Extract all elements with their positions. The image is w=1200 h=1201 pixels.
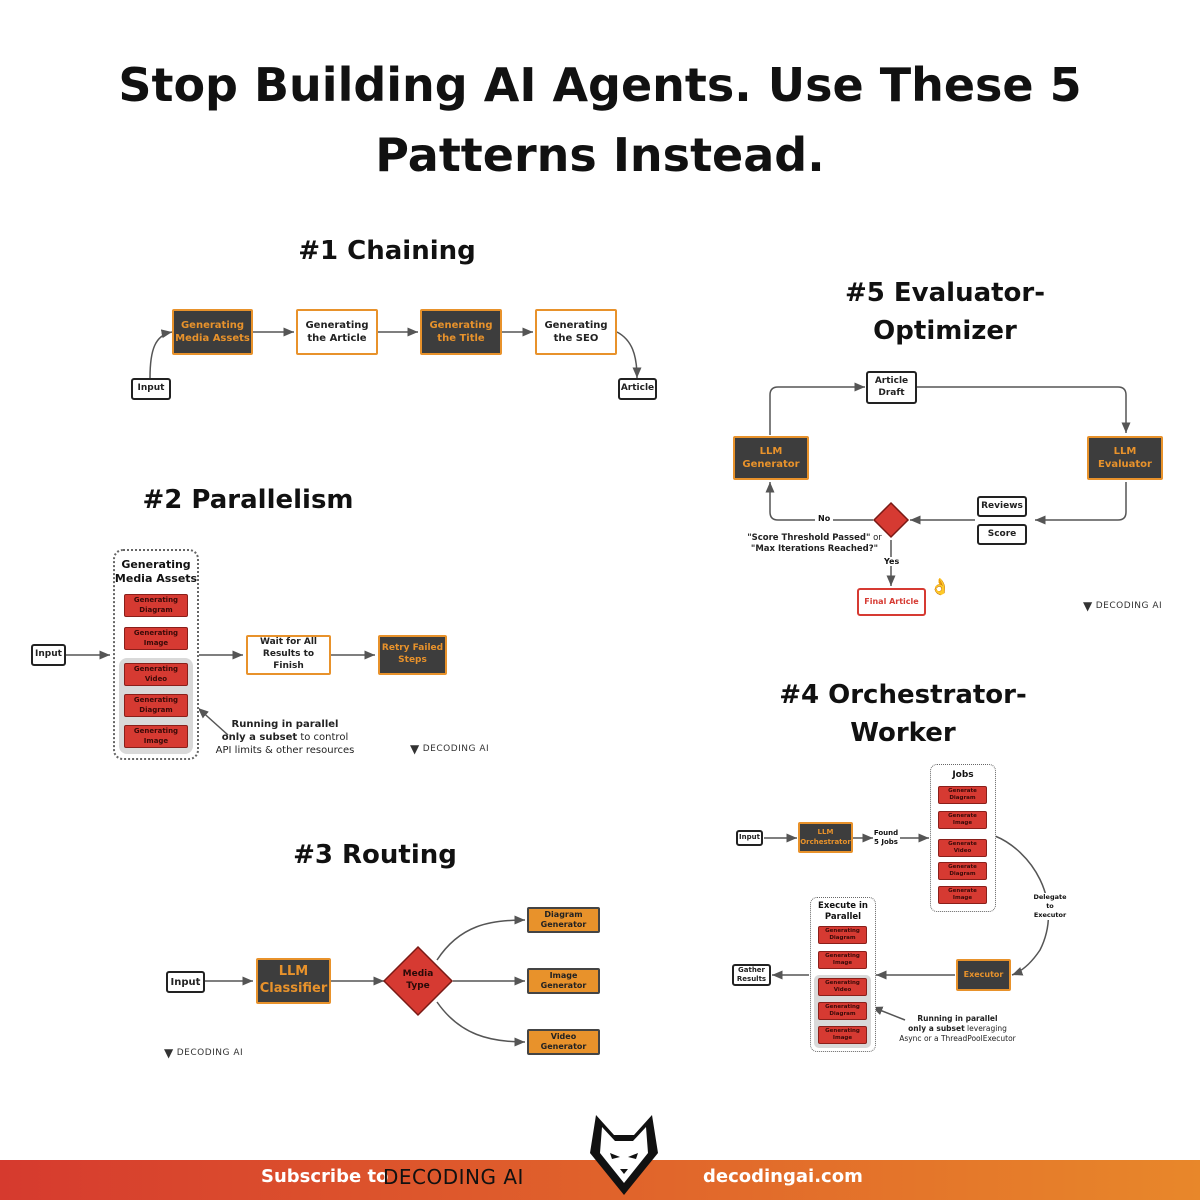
title-line-1: Stop Building AI Agents. Use These 5 <box>118 58 1082 112</box>
note-bold: Running in parallel <box>231 719 339 730</box>
note-bold-2: only a subset <box>908 1024 965 1033</box>
exec-task: Generating Image <box>818 1026 867 1044</box>
gather-results-node: Gather Results <box>732 964 771 986</box>
decoding-ai-logo: ▼ DECODING AI <box>410 742 489 756</box>
footer-brand: DECODING AI <box>383 1165 524 1189</box>
route-diagram-generator: Diagram Generator <box>527 907 600 933</box>
exec-task: Generating Image <box>818 951 867 969</box>
llm-classifier-node: LLM Classifier <box>256 958 331 1004</box>
note-bold: Running in parallel <box>917 1014 998 1023</box>
orchestrator-note: Running in parallel only a subset levera… <box>895 1014 1020 1044</box>
note-line-3: Async or a ThreadPoolExecutor <box>899 1034 1016 1043</box>
media-type-label: Media Type <box>402 969 434 991</box>
condition-b: "Max Iterations Reached?" <box>750 544 879 554</box>
score-node: Score <box>977 524 1027 545</box>
chaining-step-seo: Generating the SEO <box>535 309 617 355</box>
heading-line-1: #5 Evaluator- <box>844 278 1046 308</box>
decoding-ai-logo: ▼ DECODING AI <box>1083 599 1162 613</box>
page-title: Stop Building AI Agents. Use These 5 Pat… <box>0 50 1200 190</box>
job-item: Generate Image <box>938 811 987 829</box>
condition-a: "Score Threshold Passed" <box>747 533 871 543</box>
routing-input-node: Input <box>166 971 205 993</box>
executor-node: Executor <box>956 959 1011 991</box>
evaluator-heading: #5 Evaluator- Optimizer <box>820 274 1070 350</box>
media-type-diamond <box>382 945 454 1017</box>
retry-failed-steps-node: Retry Failed Steps <box>378 635 447 675</box>
ok-hand-icon: 👌 <box>930 577 950 596</box>
job-item: Generate Image <box>938 886 987 904</box>
footer-banner <box>0 1160 1200 1200</box>
chaining-step-article: Generating the Article <box>296 309 378 355</box>
title-line-2: Patterns Instead. <box>375 128 825 182</box>
parallelism-note: Running in parallel only a subset to con… <box>210 718 360 757</box>
chaining-step-title: Generating the Title <box>420 309 502 355</box>
found-jobs-label: Found 5 Jobs <box>873 829 899 846</box>
chaining-step-media-assets: Generating Media Assets <box>172 309 253 355</box>
logo-text: DECODING AI <box>422 744 490 754</box>
jobs-title: Jobs <box>952 770 974 780</box>
exec-task: Generating Diagram <box>818 1002 867 1020</box>
wolf-logo-icon: ▼ <box>1083 599 1093 613</box>
route-image-generator: Image Generator <box>527 968 600 994</box>
parallel-task: Generating Video <box>124 663 188 686</box>
llm-orchestrator-node: LLM Orchestrator <box>798 822 853 853</box>
orchestrator-input-node: Input <box>736 830 763 846</box>
footer-subscribe-text: Subscribe to <box>261 1166 389 1187</box>
routing-heading: #3 Routing <box>293 840 457 870</box>
exec-task: Generating Video <box>818 978 867 996</box>
job-item: Generate Diagram <box>938 862 987 880</box>
delegate-label: Delegate to Executor <box>1030 893 1070 920</box>
parallel-task: Generating Image <box>124 627 188 650</box>
parallelism-input-node: Input <box>31 644 66 666</box>
note-bold-2: only a subset <box>221 732 298 743</box>
heading-line-2: Optimizer <box>873 316 1017 346</box>
parallelism-heading: #2 Parallelism <box>142 485 354 515</box>
note-rest: to control <box>297 732 349 743</box>
yes-label: Yes <box>884 557 900 566</box>
no-label: No <box>815 514 834 523</box>
reviews-node: Reviews <box>977 496 1027 517</box>
condition-text: "Score Threshold Passed" or "Max Iterati… <box>742 533 887 555</box>
exec-task: Generating Diagram <box>818 926 867 944</box>
logo-text: DECODING AI <box>1095 601 1163 611</box>
parallel-task: Generating Image <box>124 725 188 748</box>
decoding-ai-logo: ▼ DECODING AI <box>164 1046 243 1060</box>
condition-or: or <box>870 533 882 543</box>
orchestrator-heading: #4 Orchestrator- Worker <box>778 676 1028 752</box>
note-line-3: API limits & other resources <box>215 745 355 756</box>
parallel-task: Generating Diagram <box>124 694 188 717</box>
logo-text: DECODING AI <box>176 1048 244 1058</box>
wolf-logo-icon: ▼ <box>410 742 420 756</box>
job-item: Generate Diagram <box>938 786 987 804</box>
condition-diamond <box>872 501 910 539</box>
parallel-group-title: Generating Media Assets <box>114 557 198 585</box>
article-draft-node: Article Draft <box>866 371 917 404</box>
wolf-mascot-icon <box>588 1113 660 1197</box>
job-item: Generate Video <box>938 839 987 857</box>
execute-parallel-title: Execute in Parallel <box>818 901 868 922</box>
llm-evaluator-node: LLM Evaluator <box>1087 436 1163 480</box>
llm-generator-node: LLM Generator <box>733 436 809 480</box>
note-rest: leveraging <box>964 1024 1007 1033</box>
chaining-input-node: Input <box>131 378 171 400</box>
route-video-generator: Video Generator <box>527 1029 600 1055</box>
wolf-logo-icon: ▼ <box>164 1046 174 1060</box>
chaining-output-node: Article <box>618 378 657 400</box>
heading-line-1: #4 Orchestrator- <box>779 680 1027 710</box>
footer-url-link[interactable]: decodingai.com <box>703 1166 863 1187</box>
wait-for-results-node: Wait for All Results to Finish <box>246 635 331 675</box>
final-article-node: Final Article <box>857 588 926 616</box>
parallel-task: Generating Diagram <box>124 594 188 617</box>
heading-line-2: Worker <box>850 718 956 748</box>
chaining-heading: #1 Chaining <box>298 236 476 266</box>
